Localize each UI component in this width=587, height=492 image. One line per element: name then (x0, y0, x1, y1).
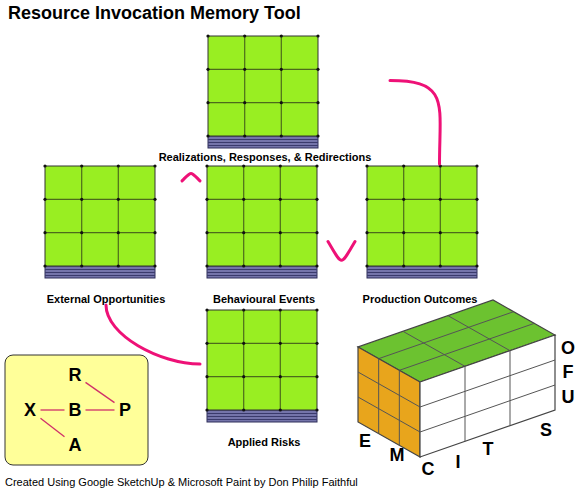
letter-symbol: P (119, 400, 131, 420)
face-letter: E (359, 432, 371, 450)
cube-stack-art (205, 308, 318, 422)
legend-letter: P (116, 399, 135, 421)
stack-label: Behavioural Events (213, 293, 315, 305)
cube-stack: Realizations, Responses, & Redirections (140, 36, 390, 163)
legend-panel (5, 355, 148, 465)
cube-stack-art (365, 164, 478, 278)
legend-letter: A (66, 434, 85, 456)
diagram-title: Resource Invocation Memory Tool (8, 3, 301, 24)
cube-grid-line (420, 360, 555, 407)
cube-stack: Production Outcomes (355, 164, 485, 305)
cube-face (420, 335, 555, 457)
cube-stack: Behavioural Events (200, 164, 328, 305)
cube-grid-line (379, 312, 514, 359)
stack-label: External Opportunities (47, 293, 166, 305)
face-letter: C (422, 460, 435, 478)
cube-grid-line (510, 351, 511, 426)
legend-letter: X (21, 399, 40, 421)
memory-link (106, 305, 200, 364)
cube-stack: External Opportunities (30, 164, 182, 305)
stack-label: Production Outcomes (363, 293, 478, 305)
memory-link (182, 173, 200, 181)
face-letter: S (540, 421, 552, 439)
stack-label: Realizations, Responses, & Redirections (159, 151, 372, 163)
letter-symbol: R (69, 365, 82, 385)
legend-link (41, 418, 65, 437)
memory-link (328, 242, 355, 261)
cube-grid-line (465, 366, 466, 441)
face-letter: U (562, 388, 575, 406)
legend-letter: R (66, 364, 85, 386)
letter-symbol: X (24, 400, 36, 420)
memory-link (390, 80, 440, 164)
face-letter: I (455, 453, 460, 471)
cube-grid-line (399, 370, 400, 445)
caption: Created Using Google SketchUp & Microsof… (5, 476, 358, 488)
legend-letter: B (66, 399, 85, 421)
cube-grid-line (378, 359, 379, 434)
face-letter: O (561, 339, 575, 357)
cube-grid-line (420, 385, 555, 432)
face-letter: T (483, 440, 494, 458)
cube-grid-line (358, 397, 420, 432)
rubik-cube (358, 300, 555, 457)
letter-symbol: B (69, 400, 82, 420)
cube-stack: Applied Risks (200, 308, 328, 448)
cube-stack-art (205, 164, 318, 278)
legend-link (86, 409, 115, 410)
face-letter: M (390, 446, 405, 464)
cube-face (358, 347, 420, 457)
face-letter: F (563, 363, 574, 381)
cube-stack-art (206, 34, 319, 148)
cube-grid-line (403, 331, 465, 366)
letter-symbol: A (69, 435, 82, 455)
stack-label: Applied Risks (228, 436, 301, 448)
cube-stack-art (43, 164, 156, 278)
cube-grid-line (448, 316, 510, 351)
legend-link (86, 382, 115, 402)
legend-link (41, 409, 65, 410)
